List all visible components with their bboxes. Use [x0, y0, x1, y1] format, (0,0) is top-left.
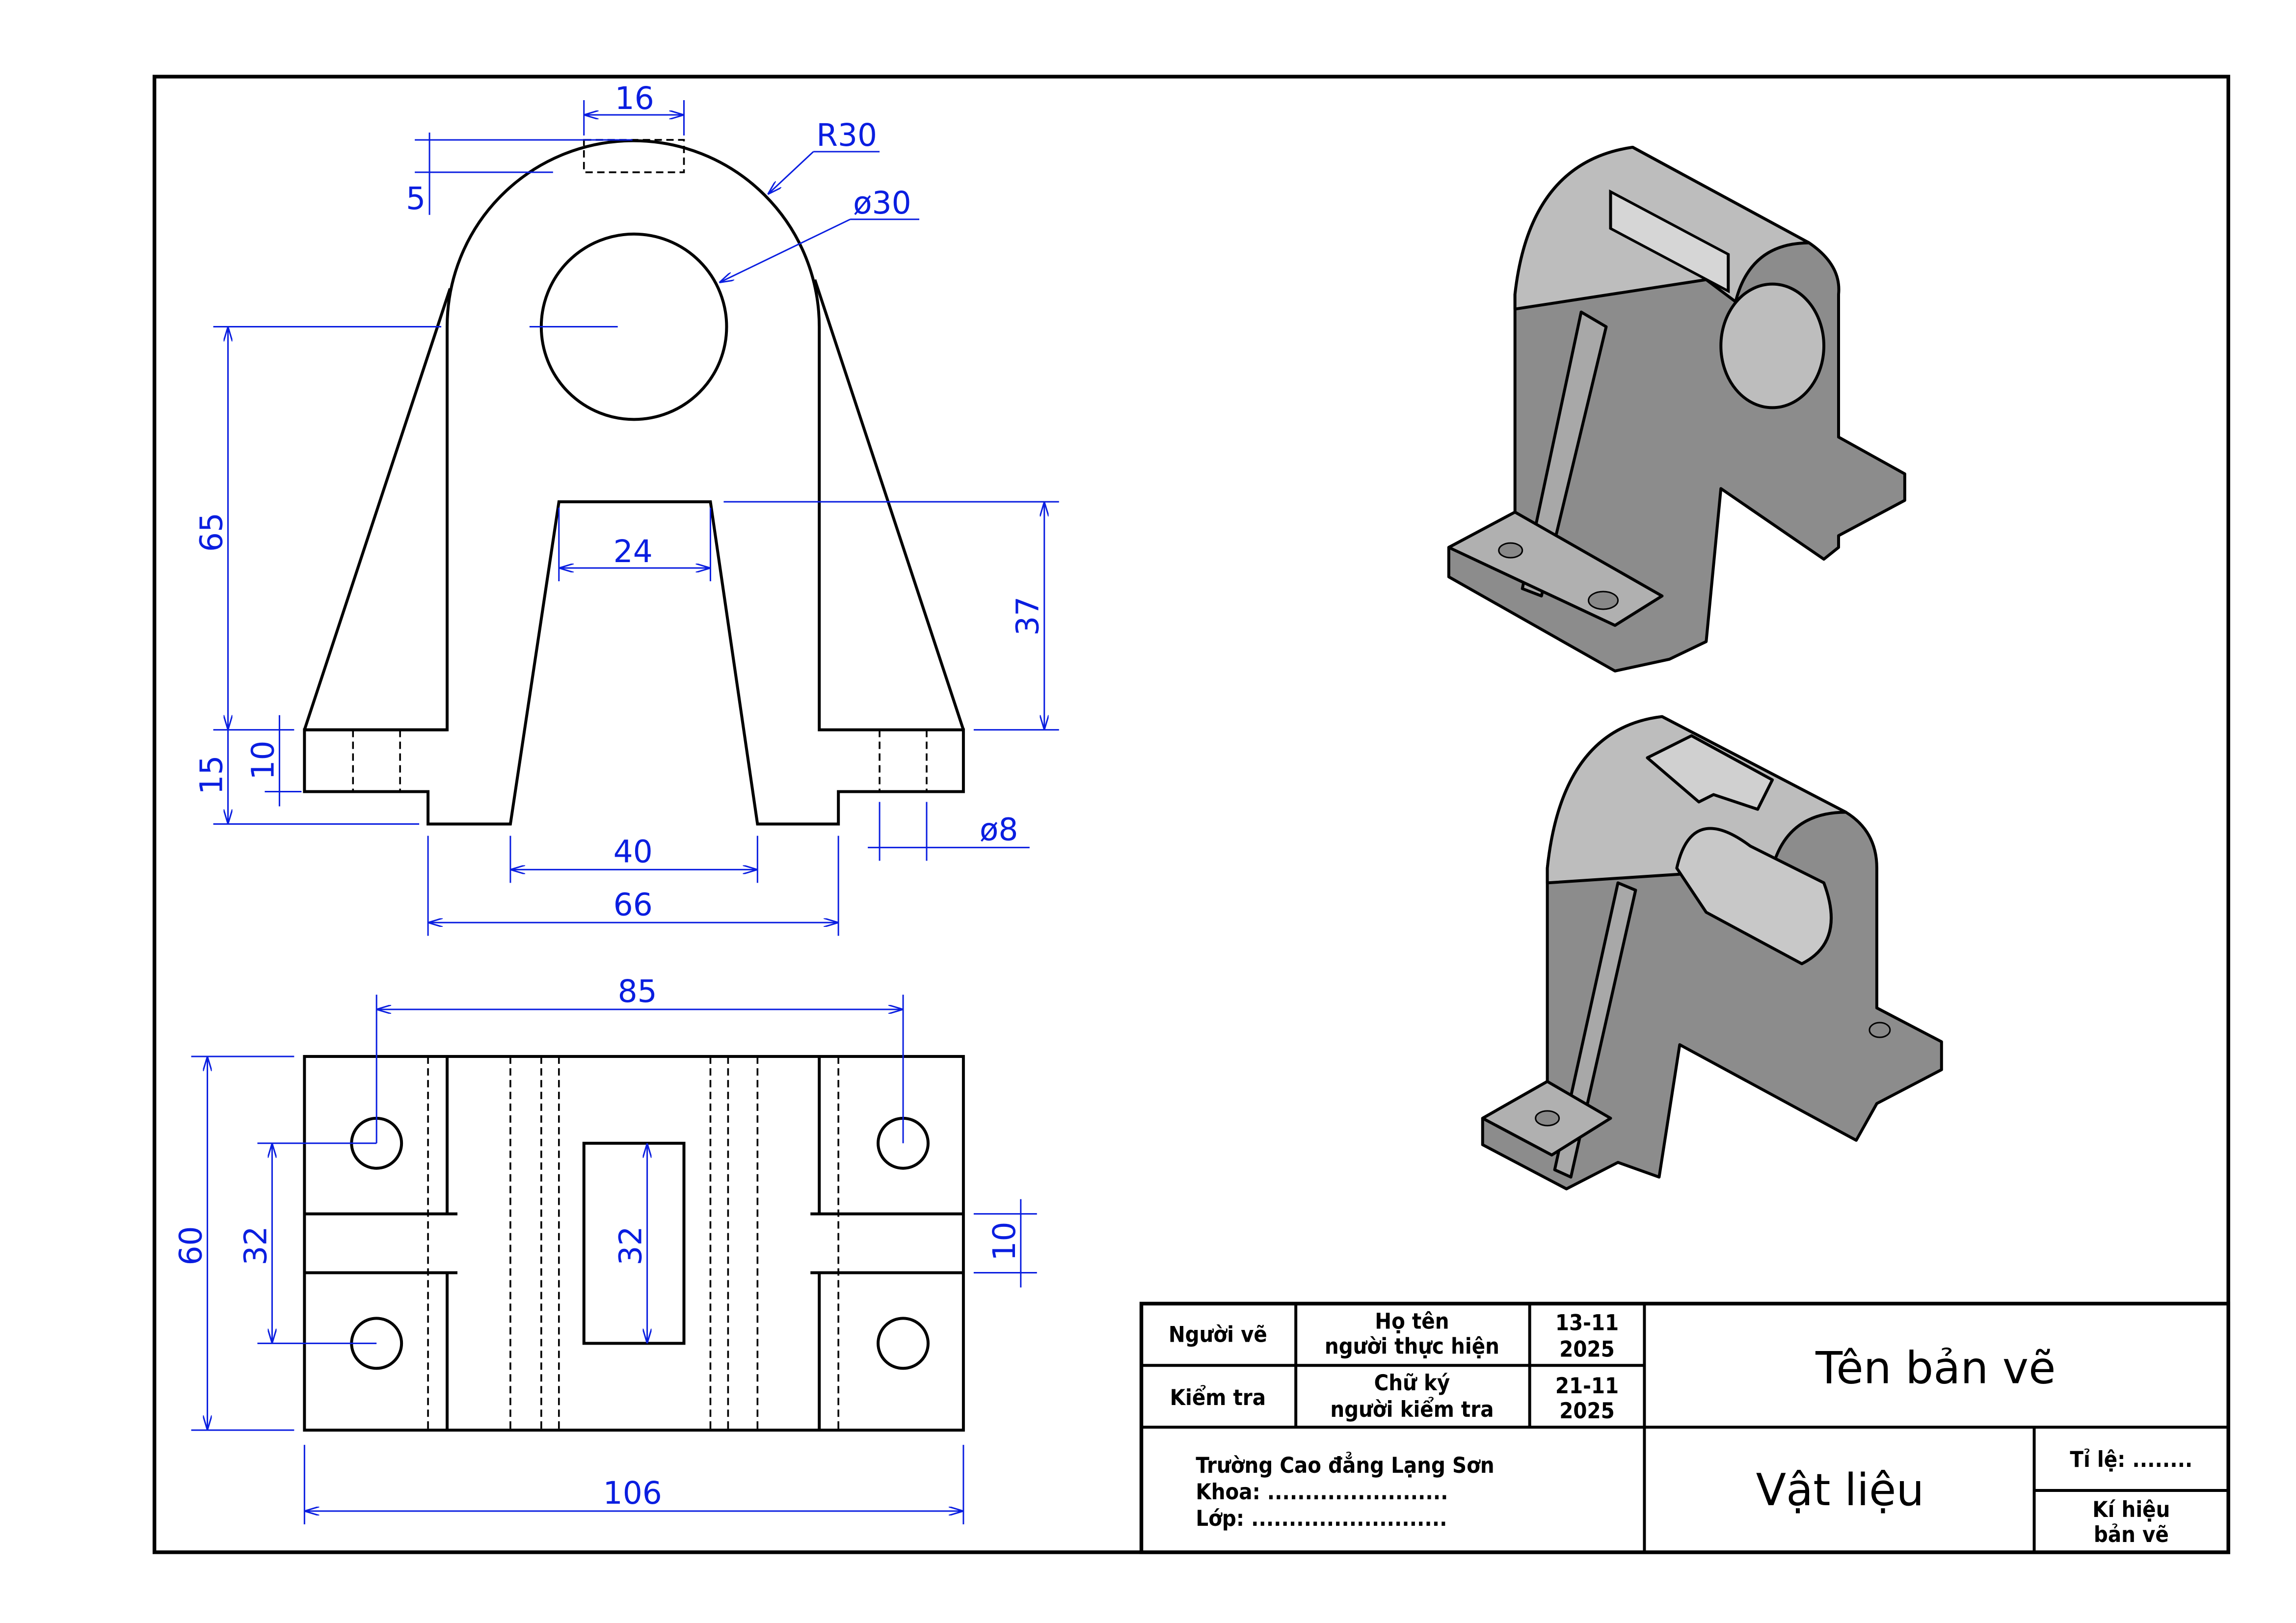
name-label-1: Họ tên — [1375, 1308, 1449, 1334]
sign-label-1: Chữ ký — [1374, 1370, 1450, 1396]
front-view: 16 5 R30 ø30 65 15 10 24 37 40 66 ø8 — [194, 81, 1059, 936]
name-label-2: người thực hiện — [1325, 1333, 1499, 1359]
dim-slot-width: 16 — [615, 81, 654, 116]
date2-line1: 21-11 — [1555, 1373, 1619, 1399]
checked-by-label: Kiểm tra — [1170, 1384, 1266, 1410]
date1-line2: 2025 — [1559, 1336, 1615, 1362]
class-field: Lớp: .......................... — [1196, 1505, 1447, 1531]
drawing-code-2: bản vẽ — [2094, 1521, 2169, 1547]
dim-hole-depth: 10 — [245, 740, 281, 780]
date2-line2: 2025 — [1559, 1398, 1615, 1424]
drawn-by-label: Người vẽ — [1169, 1321, 1267, 1347]
dim-radius: R30 — [816, 117, 877, 153]
title-block: Người vẽ Họ tên người thực hiện 13-11 20… — [1139, 1301, 2230, 1554]
dim-bore: ø30 — [853, 185, 911, 221]
date1-line1: 13-11 — [1555, 1309, 1619, 1335]
school-name: Trường Cao đẳng Lạng Sơn — [1196, 1452, 1494, 1478]
drawing-name: Tên bản vẽ — [1815, 1343, 2056, 1394]
dim-top-slot: 24 — [614, 534, 653, 569]
drawing-code-1: Kí hiệu — [2092, 1496, 2170, 1522]
dim-slot-length: 32 — [613, 1226, 649, 1265]
dim-groove: 10 — [987, 1221, 1022, 1261]
material: Vật liệu — [1756, 1465, 1924, 1516]
dim-depth: 60 — [173, 1226, 209, 1265]
dim-foot-span: 66 — [614, 887, 653, 922]
dim-hole-dia: ø8 — [980, 812, 1018, 847]
isometric-view — [1447, 145, 1943, 1190]
dim-base-height: 15 — [194, 755, 230, 794]
sign-label-2: người kiểm tra — [1330, 1396, 1494, 1422]
dim-center-height: 65 — [194, 513, 230, 552]
dim-slot-depth: 5 — [406, 181, 426, 216]
dim-bottom-gap: 40 — [614, 834, 653, 869]
faculty-field: Khoa: ........................ — [1196, 1479, 1448, 1505]
dim-hole-pitch: 32 — [238, 1226, 273, 1265]
top-view: 85 60 32 32 10 106 — [173, 974, 1037, 1524]
dim-hole-spacing: 85 — [618, 974, 657, 1009]
scale-field: Tỉ lệ: ........ — [2070, 1446, 2192, 1472]
dim-width: 106 — [603, 1475, 662, 1511]
dim-rib-height: 37 — [1010, 596, 1046, 636]
